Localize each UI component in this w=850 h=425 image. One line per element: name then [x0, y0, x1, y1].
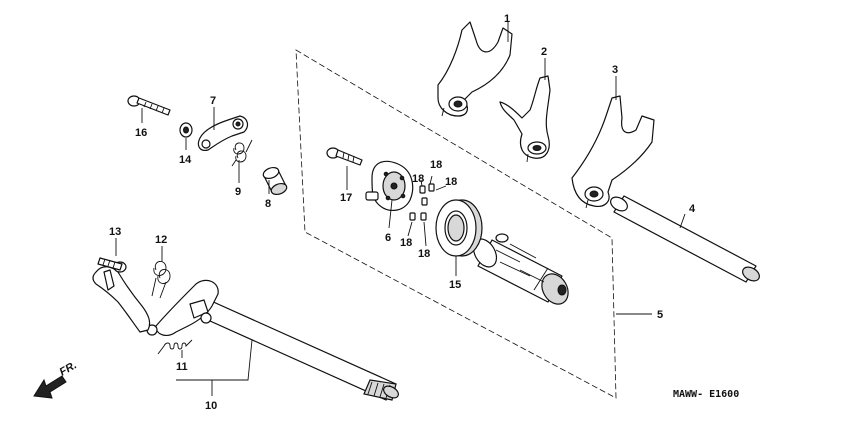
shift-fork-2 — [499, 75, 551, 163]
callout-5: 5 — [657, 309, 663, 321]
callout-16: 16 — [135, 127, 147, 139]
washer-14 — [179, 122, 193, 138]
callout-18: 18 — [412, 173, 424, 185]
callout-2: 2 — [541, 46, 547, 58]
callout-17: 17 — [340, 192, 352, 204]
collar-8 — [262, 166, 288, 196]
gearshift-spindle — [187, 295, 399, 401]
callout-13: 13 — [109, 226, 121, 238]
spring-12 — [151, 261, 171, 299]
callout-3: 3 — [612, 64, 618, 76]
callout-14: 14 — [179, 154, 192, 166]
callout-6: 6 — [385, 232, 391, 244]
bolt-17 — [326, 147, 363, 166]
shift-drum — [472, 233, 569, 305]
shift-fork-3 — [571, 95, 655, 209]
drum-stopper-plate — [365, 160, 414, 211]
shift-fork-1 — [437, 21, 513, 117]
callout-7: 7 — [210, 95, 216, 107]
assembly-outline — [295, 49, 617, 399]
diagram-code: MAWW- E1600 — [673, 389, 739, 400]
fork-shaft-4 — [610, 195, 760, 283]
callout-11: 11 — [176, 361, 188, 373]
bolt-16 — [127, 95, 171, 116]
shift-lever-arm — [92, 266, 151, 333]
callout-18: 18 — [445, 176, 457, 188]
callout-15: 15 — [449, 279, 461, 291]
bearing — [435, 199, 483, 257]
callout-8: 8 — [265, 198, 271, 210]
stopper-arm-7 — [197, 115, 249, 151]
spring-9 — [231, 139, 253, 167]
callout-1: 1 — [504, 13, 510, 25]
bolt-13 — [97, 257, 127, 273]
callout-9: 9 — [235, 186, 241, 198]
callout-10: 10 — [205, 400, 217, 412]
front-direction-arrow — [33, 375, 67, 399]
callout-18: 18 — [430, 159, 442, 171]
callout-18: 18 — [400, 237, 412, 249]
dowel-pins — [409, 183, 435, 221]
callout-18: 18 — [418, 248, 430, 260]
callout-4: 4 — [689, 203, 696, 215]
spring-11 — [157, 339, 193, 355]
direction-label: FR. — [58, 359, 79, 378]
shift-arm-plate — [146, 279, 219, 336]
leader-lines — [115, 22, 686, 396]
callout-12: 12 — [155, 234, 167, 246]
